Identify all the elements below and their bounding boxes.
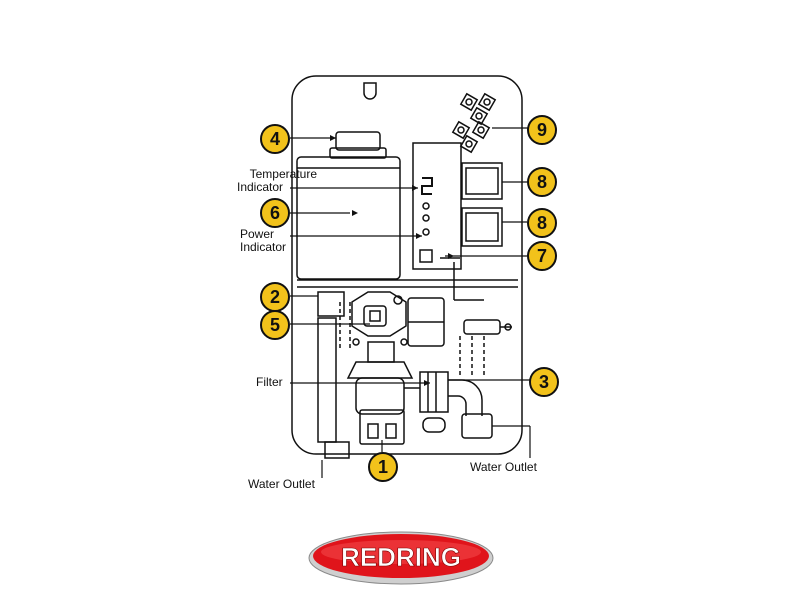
power-indicator-line2: Indicator	[240, 240, 287, 254]
heater-tank	[296, 156, 401, 280]
filter-housing	[355, 377, 405, 415]
callout-9: 9	[527, 115, 557, 145]
logo-text: REDRING	[341, 542, 461, 572]
water-outlet-right-label: Water Outlet	[470, 460, 537, 474]
outlet-valve	[359, 409, 405, 445]
control-board	[412, 142, 462, 270]
pressure-relief-valve	[419, 371, 449, 413]
callout-8-upper: 8	[527, 167, 557, 197]
callout-6: 6	[260, 198, 290, 228]
inlet-pipe	[317, 291, 345, 317]
callout-1: 1	[368, 452, 398, 482]
temperature-indicator-line1: Temperature	[249, 167, 317, 181]
water-outlet-left-label: Water Outlet	[248, 477, 315, 491]
hanging-slot	[363, 82, 377, 100]
flow-valve	[351, 291, 407, 337]
callout-7: 7	[527, 241, 557, 271]
switch-upper	[461, 162, 503, 200]
terminal-block	[451, 92, 497, 154]
switch-lower	[461, 207, 503, 247]
power-indicator-label: Power Indicator	[240, 228, 286, 254]
unit-casing	[291, 75, 523, 455]
tank-cap	[335, 131, 381, 151]
redring-logo: REDRING	[308, 531, 494, 585]
callout-5: 5	[260, 310, 290, 340]
callout-4: 4	[260, 124, 290, 154]
power-indicator-line1: Power	[240, 227, 275, 241]
temperature-indicator-label: Temperature Indicator	[237, 168, 317, 194]
callout-8-lower: 8	[527, 208, 557, 238]
callout-2: 2	[260, 282, 290, 312]
temperature-indicator-line2: Indicator	[237, 180, 284, 194]
filter-label: Filter	[256, 375, 283, 389]
callout-3: 3	[529, 367, 559, 397]
